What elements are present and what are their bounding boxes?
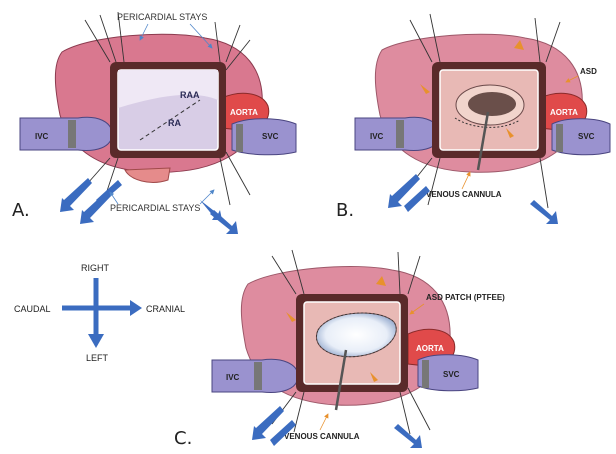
compass-left-label: CAUDAL	[14, 304, 51, 314]
aorta-label: AORTA	[230, 108, 258, 117]
svc-band	[236, 124, 243, 152]
pulmonary-stub	[125, 168, 170, 182]
pericardial-stays-bottom-label: PERICARDIAL STAYS	[110, 203, 200, 213]
svc-label: SVC	[262, 132, 279, 141]
asd-patch-label: ASD PATCH (PTFEE)	[426, 293, 505, 302]
ivc-band	[254, 362, 262, 390]
ra-label: RA	[168, 118, 181, 128]
compass-down-label: LEFT	[86, 353, 109, 363]
ivc-vessel	[20, 117, 112, 150]
ivc-band	[68, 120, 76, 148]
asd-label: ASD	[580, 67, 597, 76]
svc-label: SVC	[578, 132, 595, 141]
asd-hole	[468, 92, 516, 116]
stays-bottom-pointer-b	[200, 190, 214, 204]
ivc-label: IVC	[226, 373, 240, 382]
compass-right-label: CRANIAL	[146, 304, 185, 314]
aorta-label: AORTA	[550, 108, 578, 117]
stay-clamps	[252, 406, 422, 448]
ivc-label: IVC	[35, 132, 49, 141]
svc-band	[556, 124, 563, 152]
svc-band	[422, 360, 429, 388]
panel-a: RAA RA AORTA IVC SVC PERICARDIAL STAYS P…	[12, 12, 296, 234]
aorta-label: AORTA	[416, 344, 444, 353]
ivc-band	[396, 120, 404, 148]
pericardial-stays-top-label: PERICARDIAL STAYS	[117, 12, 207, 22]
venous-cannula-label: VENOUS CANNULA	[284, 432, 360, 441]
raa-label: RAA	[180, 90, 200, 100]
ivc-label: IVC	[370, 132, 384, 141]
panel-c-letter: C.	[174, 428, 192, 449]
compass-arrow-right	[130, 300, 142, 316]
orientation-compass: RIGHT LEFT CAUDAL CRANIAL	[14, 263, 185, 363]
svc-label: SVC	[443, 370, 460, 379]
stay-clamps	[388, 174, 558, 224]
cannula-pointer	[462, 172, 470, 189]
compass-arrow-down	[88, 334, 104, 348]
venous-cannula-label: VENOUS CANNULA	[426, 190, 502, 199]
panel-b-letter: B.	[336, 200, 354, 221]
panel-a-letter: A.	[12, 200, 30, 221]
cannula-pointer	[320, 414, 328, 430]
panel-b: ASD AORTA IVC SVC VENOUS CANNULA B.	[336, 14, 610, 224]
compass-up-label: RIGHT	[81, 263, 110, 273]
panel-c: ASD PATCH (PTFEE) AORTA IVC SVC VENOUS C…	[174, 250, 505, 449]
